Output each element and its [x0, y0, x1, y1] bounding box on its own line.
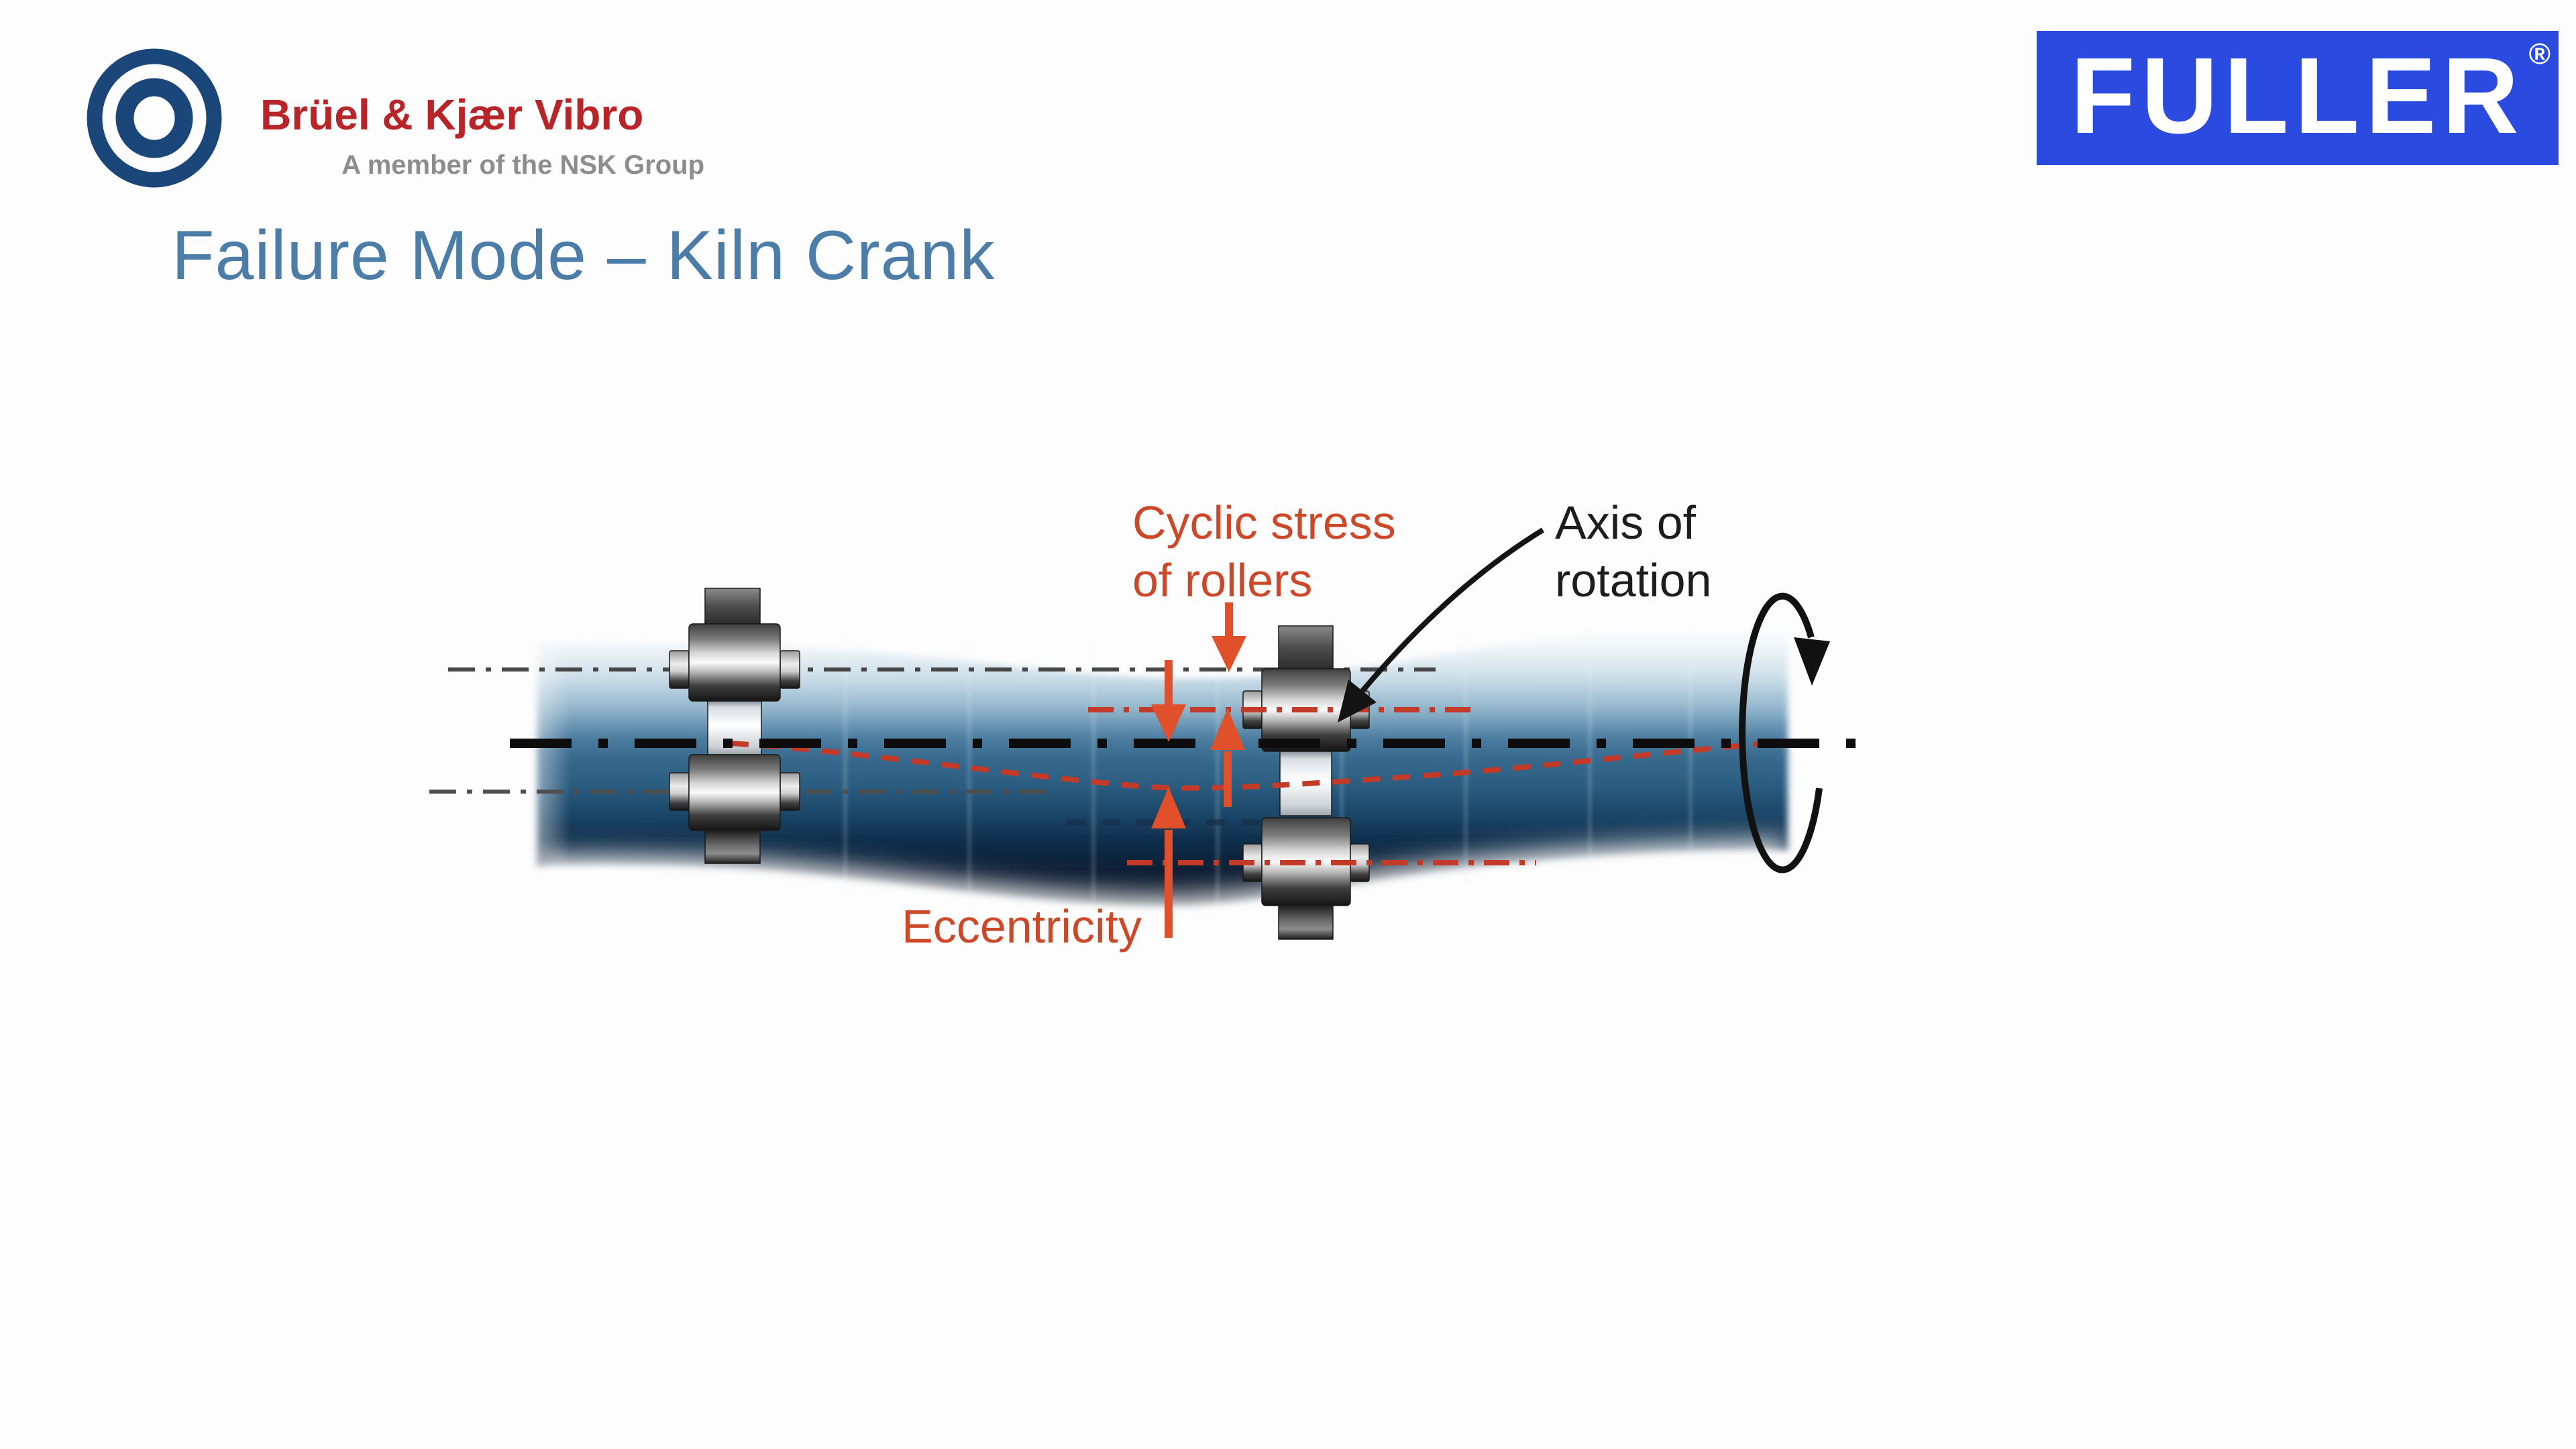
left-upper-axle-stub	[780, 650, 800, 689]
down-arrow-icon	[1151, 660, 1186, 742]
eccentricity-up-arrow-icon	[1151, 787, 1186, 938]
page-title: Failure Mode – Kiln Crank	[172, 217, 996, 294]
fuller-wordmark: FULLER	[2070, 36, 2525, 156]
left-lower-axle-stub	[669, 772, 690, 811]
label-cyclic-stress-line2: of rollers	[1132, 554, 1313, 606]
left-roller-assembly	[669, 588, 800, 864]
stress-eccentricity-arrows	[1151, 602, 1246, 938]
left-lower-roller	[688, 754, 781, 831]
label-cyclic-stress: Cyclic stress of rollers	[1132, 494, 1396, 609]
label-axis-of-rotation: Axis of rotation	[1555, 494, 1711, 609]
bkv-rings-logo-icon	[87, 48, 222, 188]
bkv-logo-block: Brüel & Kjær Vibro A member of the NSK G…	[85, 48, 704, 191]
shaft-bottom-fade	[536, 841, 1788, 933]
middle-top-pedestal	[1278, 625, 1334, 669]
left-tyre-band	[707, 700, 762, 755]
kiln-shaft	[537, 625, 1788, 908]
label-eccentricity-text: Eccentricity	[902, 900, 1142, 953]
left-bottom-pedestal	[704, 830, 761, 864]
registered-trademark-icon: ®	[2528, 38, 2551, 70]
middle-bottom-pedestal	[1278, 905, 1334, 940]
label-axis-line2: rotation	[1555, 554, 1712, 606]
brand-name: Brüel & Kjær Vibro	[260, 91, 644, 139]
rotation-ellipse-arrow-icon	[1739, 592, 1830, 873]
up-arrow-icon	[1210, 708, 1245, 807]
left-upper-axle-stub	[669, 650, 690, 689]
left-upper-roller	[688, 623, 781, 702]
label-eccentricity: Eccentricity	[865, 898, 1142, 955]
fuller-logo: FULLER ®	[2037, 31, 2559, 165]
cyclic-stress-down-arrow-icon	[1212, 602, 1246, 672]
deflected-axis-curve	[731, 739, 1788, 791]
label-cyclic-stress-line1: Cyclic stress	[1132, 496, 1396, 549]
left-top-pedestal	[704, 588, 761, 625]
label-axis-line1: Axis of	[1555, 496, 1697, 549]
left-lower-axle-stub	[780, 772, 800, 811]
brand-tagline: A member of the NSK Group	[341, 150, 704, 180]
leader-arrow-icon	[1338, 527, 1545, 722]
shaft-left-fade	[496, 590, 570, 912]
